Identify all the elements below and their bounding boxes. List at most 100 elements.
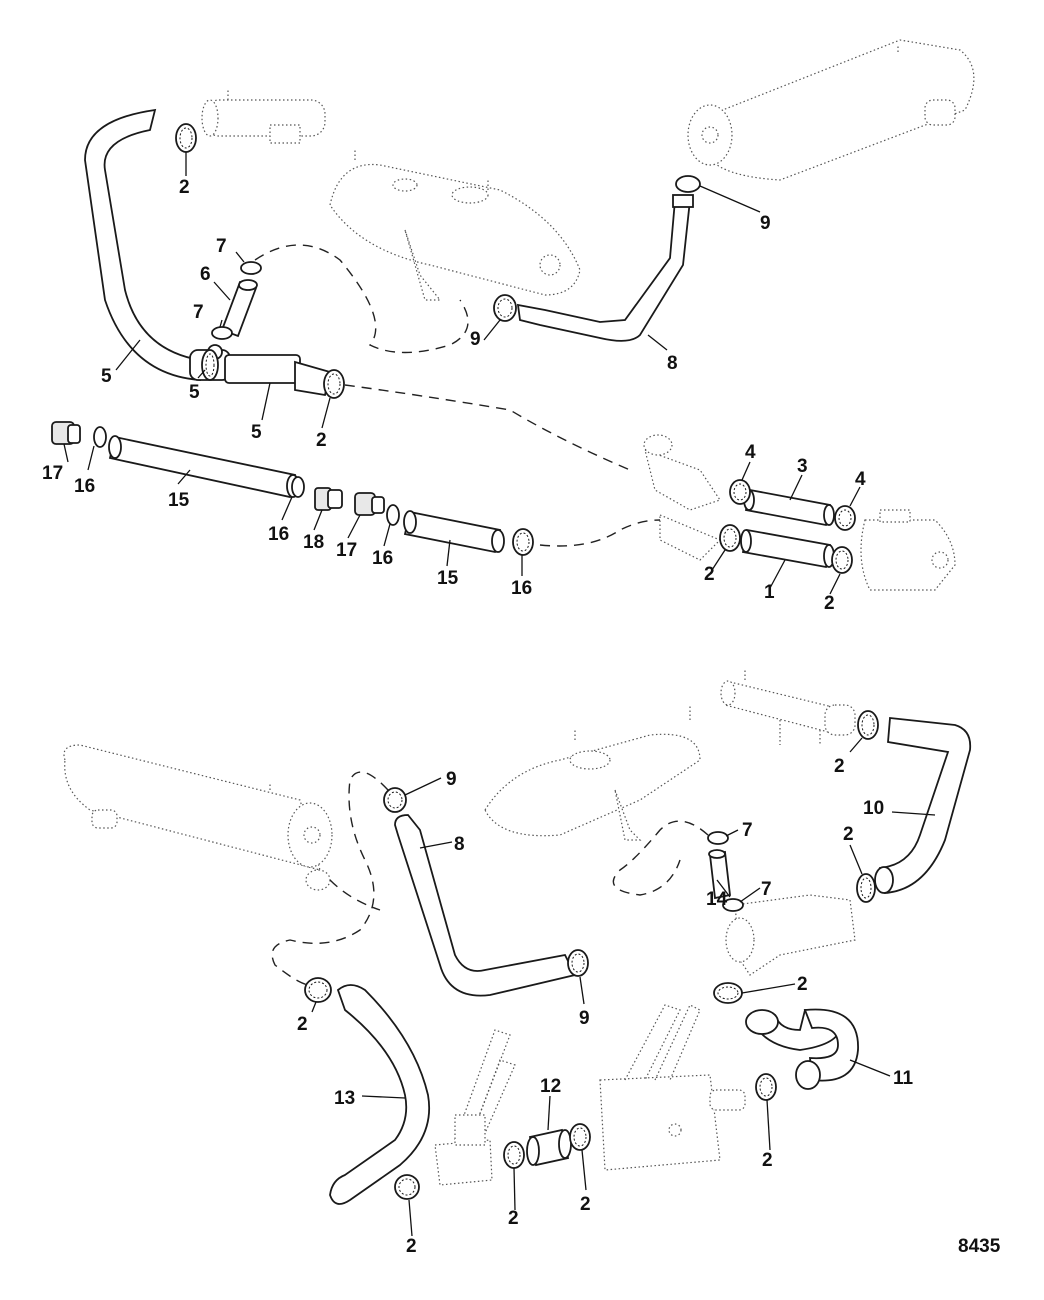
callout-18: 18 (303, 532, 324, 553)
clamp-7-lower-a (707, 831, 729, 845)
clamp-9-upper-a (675, 175, 701, 193)
callout-4: 4 (745, 442, 756, 463)
callout-17: 17 (336, 540, 357, 561)
callout-16: 16 (74, 476, 95, 497)
routing-line-upper-b (344, 384, 631, 471)
clamp-2-lower-b (856, 873, 876, 903)
ghost-heat-exchanger-upper (687, 39, 975, 181)
callout-2: 2 (762, 1150, 773, 1171)
clamp-2-lower-d (304, 977, 332, 1003)
routing-line-lower-b (329, 879, 381, 911)
hose-8-cuff (672, 194, 694, 208)
clamp-16-upper-d (512, 528, 534, 556)
callout-2: 2 (797, 974, 808, 995)
callout-17: 17 (42, 463, 63, 484)
clamp-2-lower-h (569, 1123, 591, 1151)
leaders-upper (63, 152, 861, 595)
ghost-thermostat-housing-lower (725, 894, 856, 976)
clamp-2-upper-d (831, 546, 853, 574)
callout-9: 9 (760, 213, 771, 234)
hose-15-left (108, 435, 300, 499)
hose-1 (740, 528, 835, 569)
hose-5-tee (189, 344, 332, 397)
callout-9: 9 (446, 769, 457, 790)
routing-line-upper-a (254, 244, 469, 354)
callout-7: 7 (742, 820, 753, 841)
clamp-2-upper-b (323, 369, 345, 399)
hose-14 (708, 849, 731, 900)
hose-8-lower (394, 814, 577, 997)
callout-11: 11 (893, 1068, 914, 1089)
clamp-9-upper-b (493, 294, 517, 322)
ghost-pump-lower (434, 1029, 516, 1186)
routing-line-upper-c (539, 519, 661, 547)
callout-16: 16 (372, 548, 393, 569)
leaders-lower (311, 737, 936, 1237)
callout-7: 7 (761, 879, 772, 900)
callout-2: 2 (508, 1208, 519, 1229)
ghost-tee-fitting-upper (643, 434, 722, 561)
clamp-2-upper-a (175, 123, 197, 153)
clamp-9-lower-a (383, 787, 407, 813)
clamp-16-upper-b (291, 476, 305, 498)
callout-labels: 2 7 6 7 5 5 5 2 9 9 8 17 16 15 16 18 17 … (42, 177, 914, 1257)
clamp-2-lower-f (394, 1174, 420, 1200)
callout-2: 2 (406, 1236, 417, 1257)
routing-line-lower-c (612, 820, 709, 896)
ghost-small-cooler-upper (201, 90, 326, 144)
hose-13 (329, 984, 431, 1205)
callout-15: 15 (168, 490, 190, 511)
callout-2: 2 (580, 1194, 591, 1215)
hose-15-right (403, 510, 505, 554)
callout-2: 2 (843, 824, 854, 845)
callout-2: 2 (179, 177, 190, 198)
clamp-16-upper-a (93, 426, 107, 448)
ghost-fuel-cooler-lower (599, 1004, 746, 1171)
callout-2: 2 (316, 430, 327, 451)
fitting-17-right (354, 492, 385, 516)
hose-12 (526, 1128, 572, 1167)
ghost-small-cooler-lower (720, 670, 856, 745)
callout-9: 9 (470, 329, 481, 350)
clamp-16-upper-c (386, 504, 400, 526)
clamp-2-upper-c (719, 524, 741, 552)
ghost-exhaust-manifold-lower (484, 705, 701, 841)
callout-9: 9 (579, 1008, 590, 1029)
callout-13: 13 (334, 1088, 355, 1109)
callout-8: 8 (667, 353, 678, 374)
callout-7: 7 (216, 236, 227, 257)
clamp-7-upper-b (211, 326, 233, 340)
clamp-7-upper-a (240, 261, 262, 275)
callout-3: 3 (797, 456, 808, 477)
callout-2: 2 (824, 593, 835, 614)
hose-10 (878, 717, 972, 894)
clamp-4-upper-b (834, 505, 856, 531)
ghost-exhaust-manifold-upper (329, 150, 581, 301)
callout-5: 5 (251, 422, 262, 443)
clamp-4-upper-a (729, 479, 751, 505)
callout-10: 10 (863, 798, 884, 819)
callout-16: 16 (511, 578, 532, 599)
callout-4: 4 (855, 469, 866, 490)
hose-3 (743, 488, 835, 527)
callout-12: 12 (540, 1076, 561, 1097)
clamp-2-lower-g (503, 1141, 525, 1169)
ghost-heat-exchanger-lower (63, 744, 333, 891)
routing-line-lower-a (271, 771, 389, 986)
callout-2: 2 (297, 1014, 308, 1035)
callout-5: 5 (101, 366, 112, 387)
ghost-sea-pump-upper (860, 509, 956, 591)
clamp-5-upper (201, 349, 219, 381)
hose-10-end (874, 866, 894, 894)
fitting-18 (314, 487, 343, 511)
fitting-17-left (51, 421, 81, 445)
callout-16: 16 (268, 524, 289, 545)
hose-6 (220, 279, 258, 338)
callout-6: 6 (200, 264, 211, 285)
clamp-2-lower-e (755, 1073, 777, 1101)
callout-15: 15 (437, 568, 459, 589)
callout-2: 2 (834, 756, 845, 777)
callout-7: 7 (193, 302, 204, 323)
clamp-9-lower-b (567, 949, 589, 977)
